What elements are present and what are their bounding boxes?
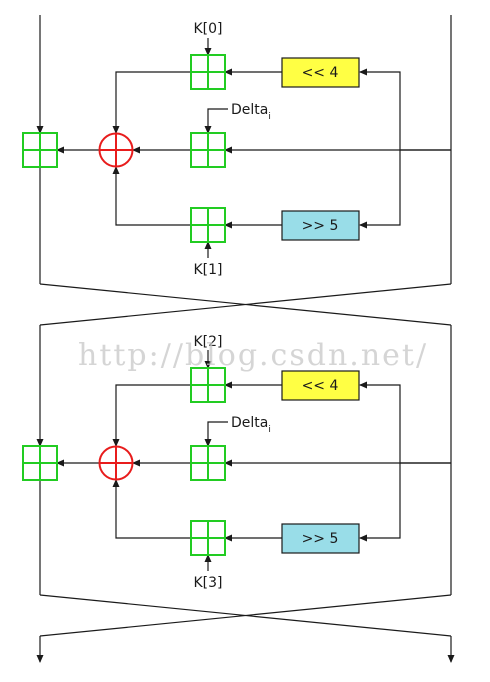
xor-1: [98, 132, 134, 168]
adder-delta-2: [190, 445, 226, 481]
key-label-k1: K[1]: [193, 262, 222, 278]
delta-label-1: Deltai: [231, 102, 271, 122]
diagram-lines: [36, 15, 455, 663]
shift-right-label-2: >> 5: [302, 531, 339, 547]
key-label-k3: K[3]: [193, 575, 222, 591]
shift-right-box-1: >> 5: [281, 210, 360, 241]
delta-label-2: Deltai: [231, 415, 271, 435]
adder-output-2: [22, 445, 58, 481]
shift-left-label-2: << 4: [302, 378, 339, 394]
adder-bottom-1: [190, 207, 226, 243]
shift-right-box-2: >> 5: [281, 523, 360, 554]
watermark: http://blog.csdn.net/: [78, 338, 428, 373]
key-label-k0: K[0]: [193, 21, 222, 37]
adder-top-2: [190, 367, 226, 403]
round-2: << 4 >> 5 K[2] K[3] Deltai: [22, 334, 360, 591]
shift-right-label-1: >> 5: [302, 218, 339, 234]
adder-top-1: [190, 54, 226, 90]
key-label-k2: K[2]: [193, 334, 222, 350]
shift-left-box-2: << 4: [281, 370, 360, 401]
shift-left-box-1: << 4: [281, 57, 360, 88]
adder-delta-1: [190, 132, 226, 168]
round-1: << 4 >> 5 K[0] K[1] Deltai: [22, 21, 360, 278]
xor-2: [98, 445, 134, 481]
shift-left-label-1: << 4: [302, 65, 339, 81]
adder-output-1: [22, 132, 58, 168]
adder-bottom-2: [190, 520, 226, 556]
